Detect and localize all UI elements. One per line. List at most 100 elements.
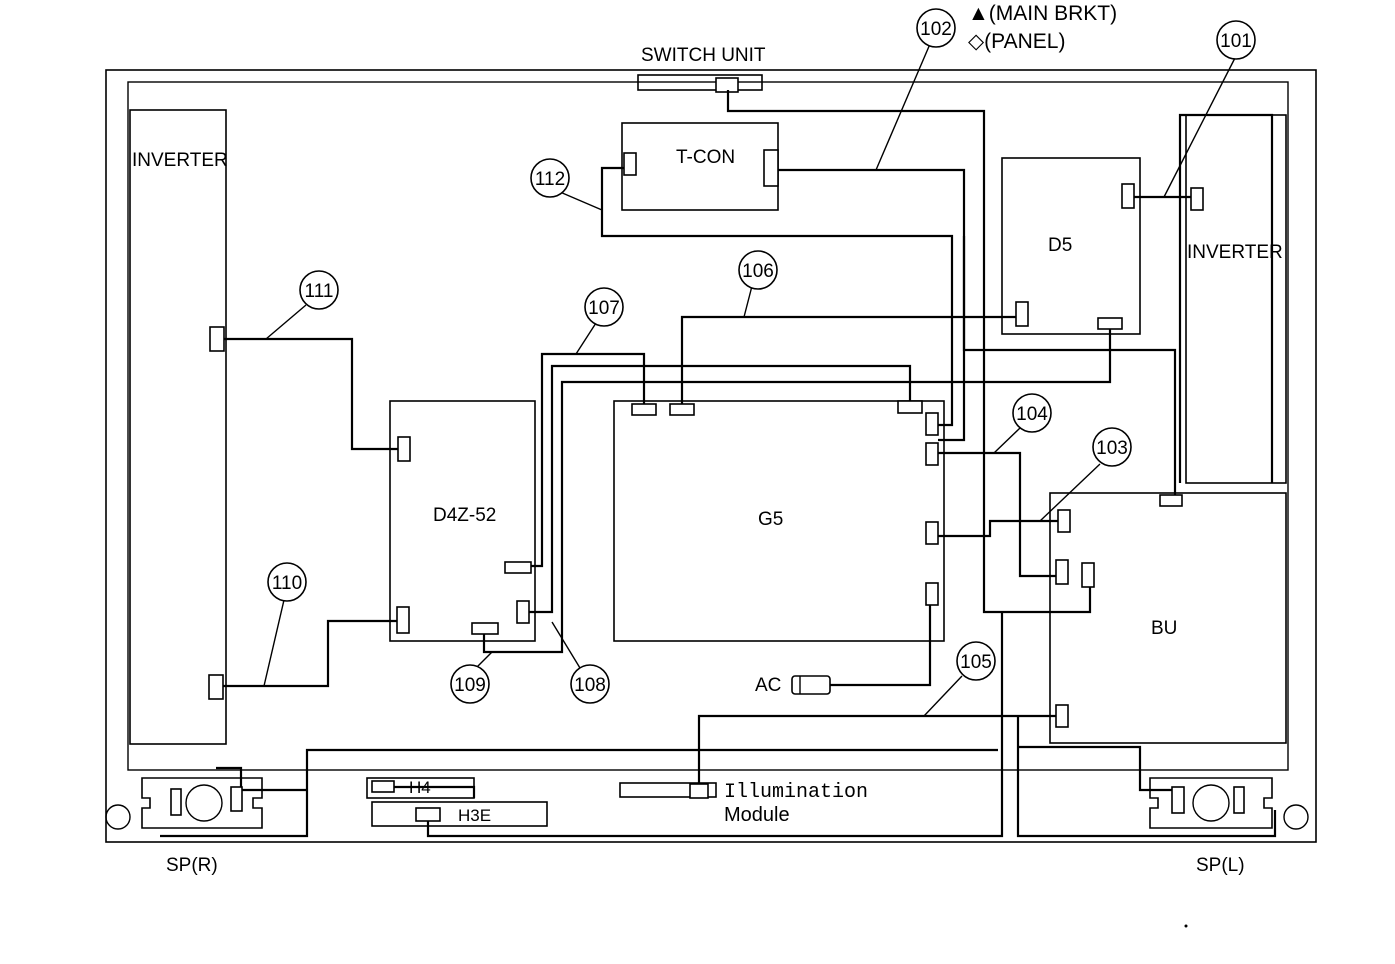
g5-connector-right-4 (925, 582, 939, 606)
speaker-r-terminal-1 (170, 788, 182, 816)
callout-110: 110 (267, 562, 307, 602)
wire-108 (529, 364, 912, 614)
g5-connector-right-3 (925, 521, 939, 545)
wire-107 (531, 352, 646, 568)
tcon-connector-left (623, 152, 637, 176)
speaker-r-body (141, 777, 263, 829)
wire-tcon-g5 (938, 236, 966, 442)
callout-112: 112 (530, 158, 570, 198)
inverter-left-connector-top (209, 326, 225, 352)
callout-107: 107 (584, 287, 624, 327)
bu-connector-1 (1057, 509, 1071, 533)
wire-111 (224, 337, 398, 451)
svg-text:106: 106 (742, 261, 774, 282)
d4z-connector-top (397, 436, 411, 462)
svg-text:110: 110 (272, 573, 302, 594)
svg-text:101: 101 (1220, 31, 1252, 52)
callout-105: 105 (956, 641, 996, 681)
bu-label: BU (1151, 618, 1177, 639)
d4z-connector-bottom (471, 622, 499, 635)
svg-text:108: 108 (574, 675, 606, 696)
inner-frame (127, 81, 1289, 771)
speaker-l-body (1149, 777, 1273, 829)
illumination-label-line2: Module (724, 804, 790, 826)
callout-102: 102 (916, 8, 956, 48)
d4z-board (389, 400, 536, 642)
callout-106: 106 (738, 250, 778, 290)
wire-right-inverter (1178, 113, 1274, 483)
svg-text:109: 109 (454, 675, 486, 696)
callout-108: 108 (570, 664, 610, 704)
ac-label: AC (755, 675, 781, 696)
wire-bu-down (547, 612, 1004, 838)
inverter-right-label: INVERTER (1187, 242, 1283, 263)
wire-switch (726, 90, 1092, 614)
illumination-board (619, 782, 717, 798)
inverter-left-connector-bottom (208, 674, 224, 700)
h3e-board (371, 801, 548, 827)
speaker-r-cone (185, 784, 223, 822)
g5-board (613, 400, 945, 642)
switch-unit-board (637, 74, 763, 91)
svg-text:105: 105 (960, 652, 992, 673)
mount-hole-right (1283, 804, 1309, 830)
wire-109 (482, 329, 1112, 654)
svg-text:103: 103 (1096, 438, 1128, 459)
d4z-connector-left (396, 606, 410, 634)
g5-connector-right-1 (925, 412, 939, 436)
speaker-l-label: SP(L) (1196, 855, 1245, 876)
svg-text:107: 107 (588, 298, 620, 319)
inverter-left-board (129, 109, 227, 745)
bu-connector-4 (1055, 704, 1069, 728)
bu-connector-2 (1055, 559, 1069, 585)
wiring (160, 90, 1277, 838)
speaker-l-terminal-1 (1171, 786, 1185, 814)
wire-105 (697, 714, 1056, 784)
callout-leaders (263, 43, 1237, 717)
illumination-connector (689, 783, 709, 799)
d4z-label: D4Z-52 (433, 505, 496, 526)
d5-connector-left (1015, 301, 1029, 327)
d5-connector-bottom (1097, 317, 1123, 330)
g5-connector-top-2 (669, 403, 695, 416)
wire-ac (830, 605, 932, 687)
speaker-l-terminal-2 (1233, 786, 1245, 814)
legend-main-brkt: ▲(MAIN BRKT) (968, 2, 1117, 25)
illumination-label-line1: Illumination (724, 781, 868, 804)
stray-dot (1184, 924, 1188, 928)
g5-connector-top-1 (631, 403, 657, 416)
g5-connector-right-2 (925, 442, 939, 466)
bu-connector-3 (1081, 562, 1095, 588)
legend-panel: ◇(PANEL) (968, 30, 1065, 53)
wire-h4 (394, 785, 476, 798)
callout-103: 103 (1092, 427, 1132, 467)
mount-hole-left (105, 804, 131, 830)
switch-unit-connector (715, 77, 739, 93)
callout-109: 109 (450, 664, 490, 704)
svg-text:111: 111 (305, 281, 334, 302)
tcon-connector-right (763, 149, 779, 187)
wire-sp-l (1016, 716, 1277, 838)
g5-label: G5 (758, 509, 783, 530)
d4z-connector-right (516, 600, 530, 624)
h3e-label: H3E (458, 806, 491, 825)
bu-connector-top (1159, 494, 1183, 507)
callout-111: 111 (299, 270, 339, 310)
bu-board (1049, 492, 1287, 744)
speaker-r-label: SP(R) (166, 855, 218, 876)
wire-110 (223, 619, 397, 688)
d5-board (1001, 157, 1141, 335)
wire-103 (938, 519, 1058, 538)
h3e-connector (415, 807, 441, 822)
svg-text:102: 102 (920, 19, 952, 40)
d5-label: D5 (1048, 235, 1072, 256)
outer-frame (105, 69, 1317, 843)
svg-text:104: 104 (1016, 404, 1048, 425)
tcon-label: T-CON (676, 147, 735, 168)
inverter-left-label: INVERTER (132, 150, 228, 171)
speaker-l-cone (1192, 784, 1230, 822)
d4z-connector-mid (504, 561, 532, 574)
wire-sp-r (160, 748, 998, 838)
inverter-right-connector (1190, 187, 1204, 211)
